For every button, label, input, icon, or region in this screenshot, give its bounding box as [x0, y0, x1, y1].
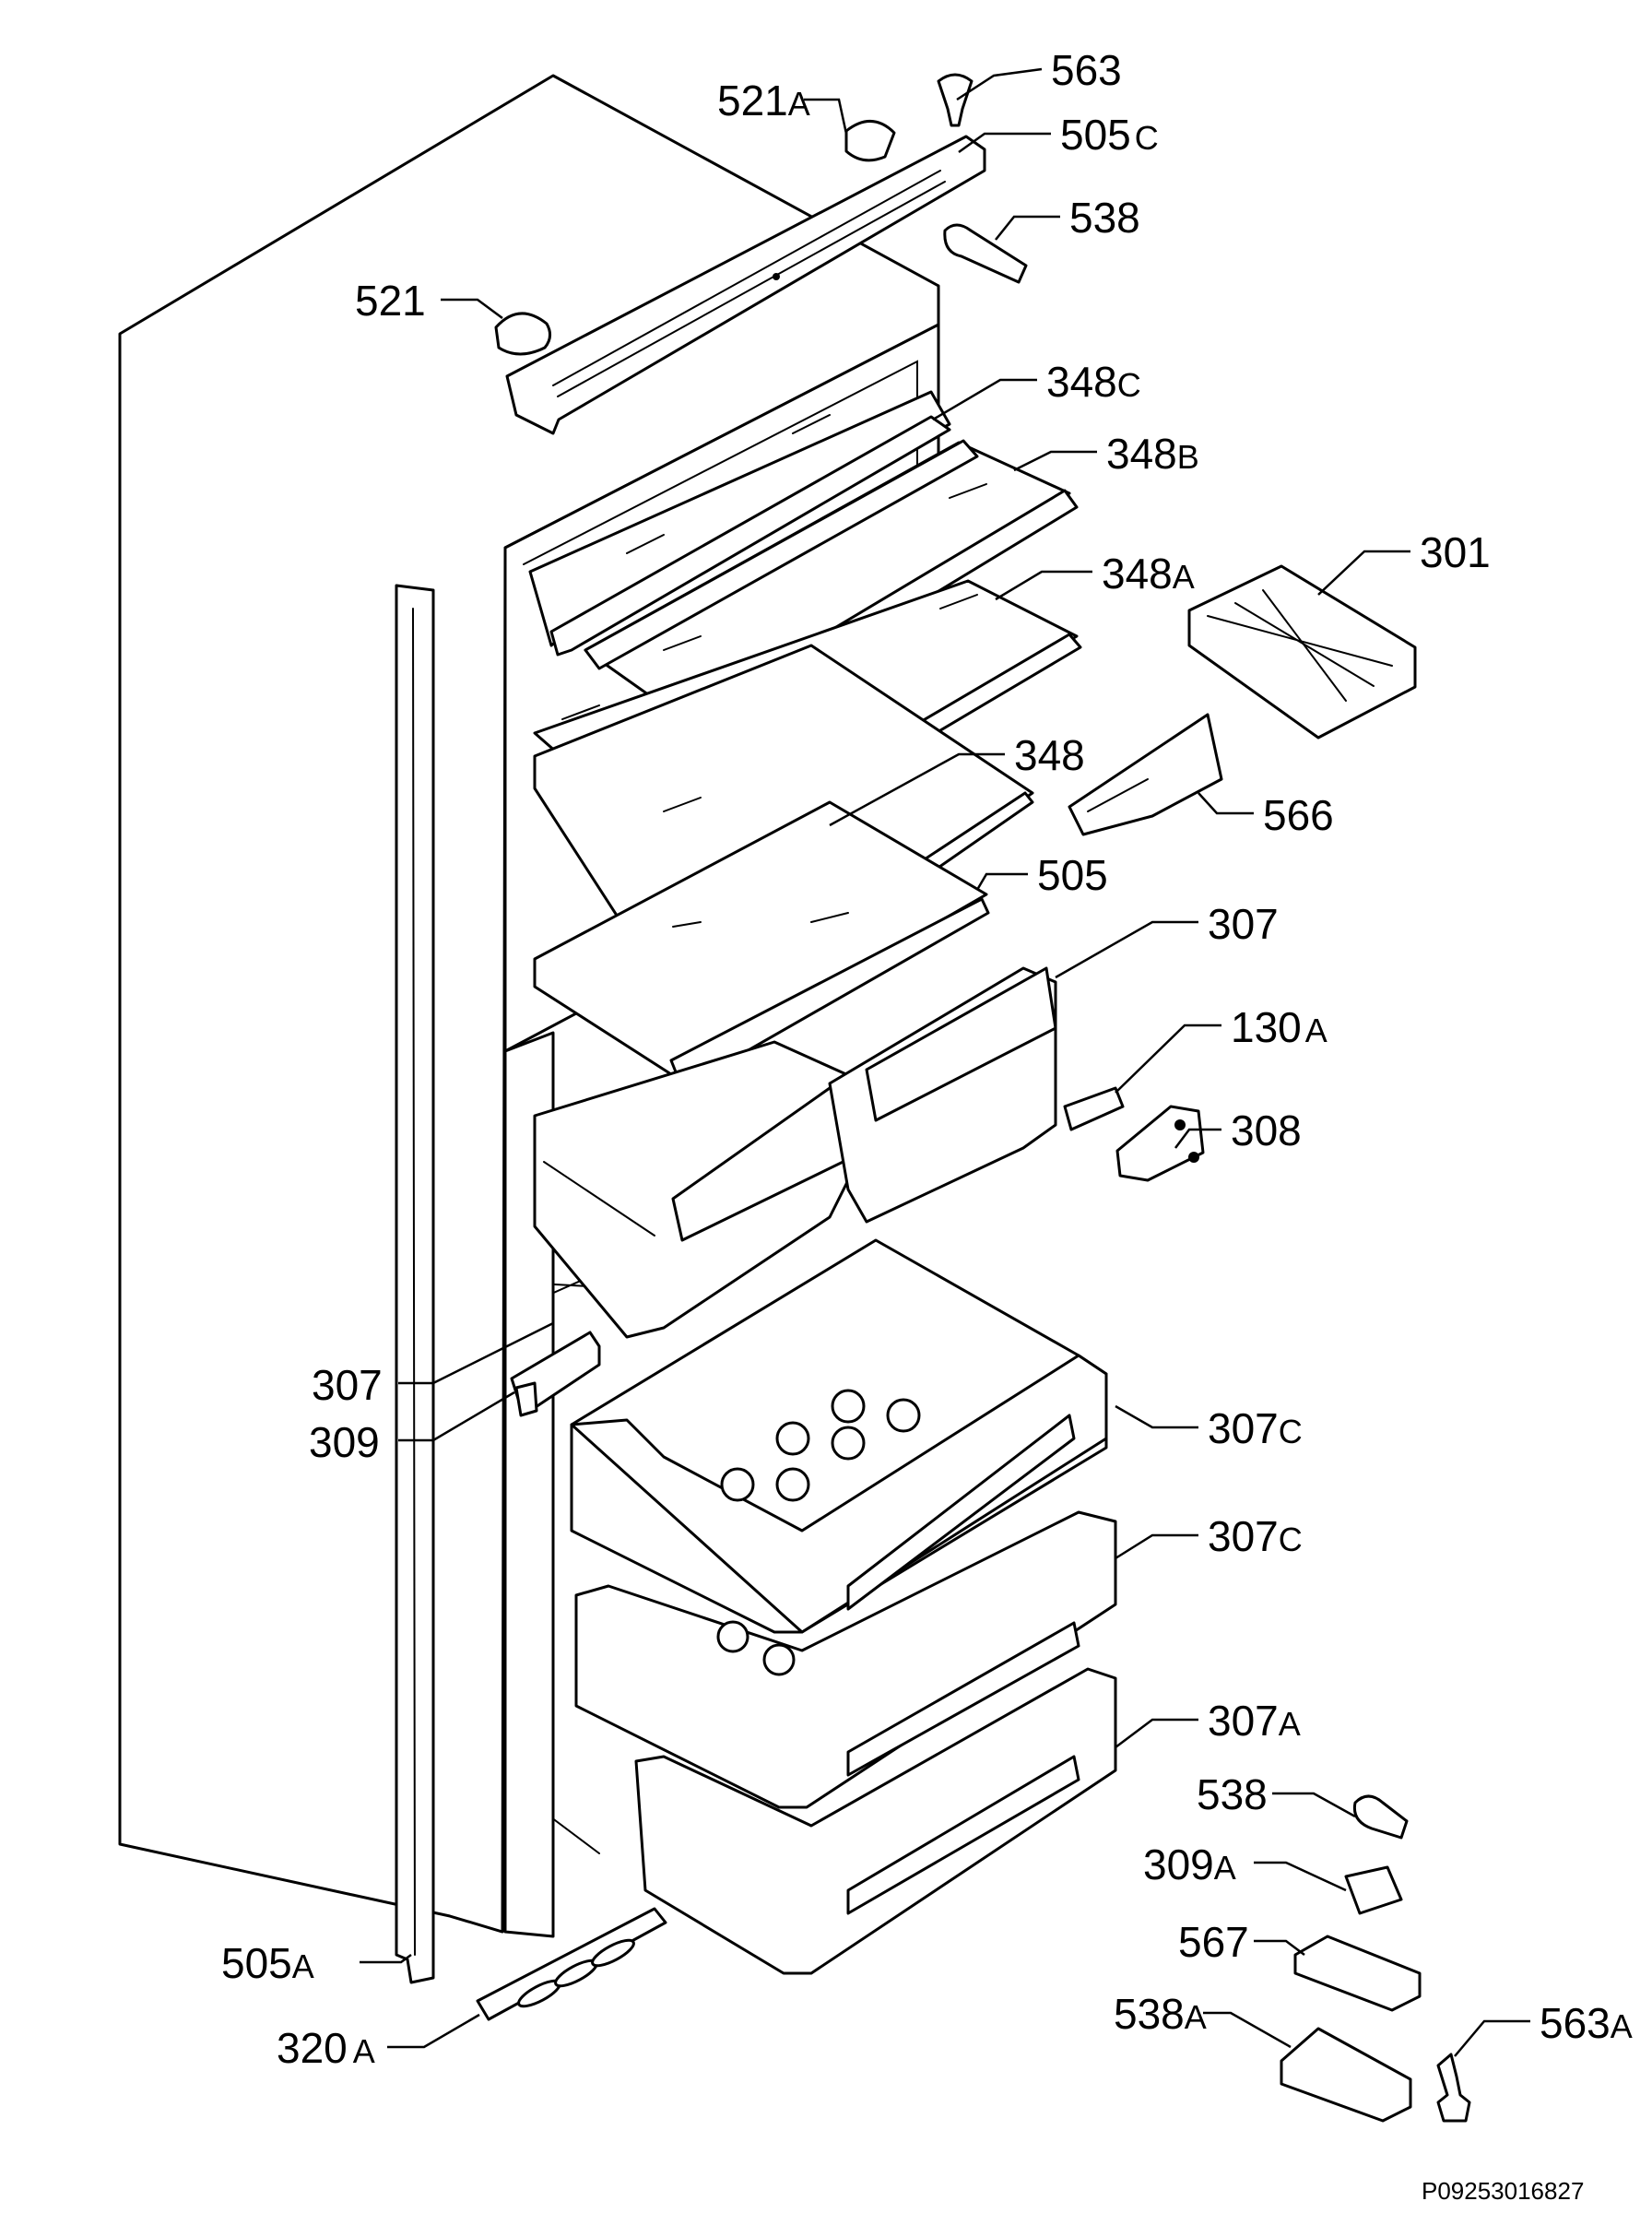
leader-307c-2 [1115, 1533, 1198, 1560]
leader-348a [995, 570, 1092, 601]
part-567-plate [1293, 1935, 1422, 2012]
part-348c-shelf [528, 390, 951, 657]
part-566-scoop [1068, 713, 1223, 836]
part-320a-bottom-plate [476, 1907, 667, 2021]
callout-566: 566 [1263, 791, 1334, 839]
callout-307-top: 307 [1208, 900, 1279, 948]
leader-307a [1115, 1718, 1198, 1748]
part-307c-freezer-drawer-top [570, 1238, 1108, 1634]
callout-538-mid: 538 [1197, 1770, 1268, 1818]
cabinet-front-strip [503, 1031, 555, 1938]
callout-348a: 348A [1102, 550, 1195, 598]
callout-505a: 505A [221, 1939, 314, 1987]
part-307-crisper-left [533, 1040, 868, 1339]
callout-348b: 348B [1106, 430, 1199, 478]
callout-307a: 307A [1208, 1697, 1301, 1745]
callout-348c: 348C [1046, 358, 1141, 406]
callout-308: 308 [1231, 1106, 1302, 1154]
callout-309a: 309A [1143, 1840, 1236, 1888]
leader-348b [1013, 450, 1097, 472]
part-307c-freezer-drawer-middle [574, 1510, 1117, 1809]
leader-538a [1203, 2011, 1292, 2049]
callout-521a: 521A [717, 77, 810, 124]
part-563a-pin [1436, 2053, 1471, 2123]
leader-309 [398, 1391, 515, 1442]
leader-563 [956, 67, 1043, 101]
callout-538-top: 538 [1069, 194, 1140, 242]
leader-348c [932, 378, 1037, 421]
part-307a-freezer-drawer-bottom [634, 1667, 1117, 1975]
callout-307c-1: 307C [1208, 1404, 1303, 1452]
callout-563: 563 [1051, 46, 1122, 94]
leader-301 [1317, 550, 1410, 596]
part-521-cap [494, 312, 551, 356]
leader-563a [1454, 2019, 1530, 2057]
part-301-ice-tray [1187, 564, 1417, 740]
callout-307-left: 307 [312, 1361, 383, 1409]
leader-521a [804, 98, 848, 135]
leader-307-left [398, 1321, 554, 1385]
part-307-crisper-right [828, 966, 1057, 1224]
leader-505c [958, 132, 1051, 154]
leader-307-top [1055, 920, 1198, 979]
leader-309a [1254, 1861, 1347, 1892]
leader-lines [360, 67, 1530, 2057]
part-521a-cap [844, 120, 896, 162]
leader-566 [1198, 792, 1254, 815]
callout-505: 505 [1037, 851, 1108, 899]
callout-309: 309 [309, 1418, 380, 1466]
leader-521 [441, 298, 503, 320]
leader-538-mid [1272, 1792, 1356, 1818]
leader-348 [829, 752, 1005, 827]
callout-521: 521 [355, 277, 426, 325]
leader-505a [360, 1953, 412, 1964]
callout-563a: 563A [1540, 1999, 1633, 2047]
part-538a-plate [1280, 2027, 1412, 2123]
leader-538-top [995, 215, 1060, 241]
callout-307c-2: 307C [1208, 1512, 1303, 1560]
part-538-mid-bracket [1352, 1794, 1409, 1840]
leader-320a [387, 2013, 480, 2049]
part-538-top-bracket [943, 223, 1028, 284]
leader-307c-1 [1115, 1404, 1198, 1429]
part-505c-top-rail [505, 135, 986, 435]
part-563-pin [937, 73, 974, 127]
callout-538a: 538A [1114, 1990, 1207, 2038]
leader-130a [1115, 1024, 1221, 1094]
callout-301: 301 [1420, 528, 1491, 576]
leader-505 [975, 872, 1028, 891]
drawing-code: P09253016827 [1422, 2177, 1584, 2205]
leader-567 [1254, 1939, 1305, 1956]
part-505a-seal [395, 584, 435, 1984]
part-309-clip [510, 1331, 601, 1417]
callout-567: 567 [1178, 1918, 1249, 1966]
part-130a-bracket [1063, 1086, 1125, 1131]
part-309a-cover [1344, 1865, 1403, 1915]
part-308-hinge [1115, 1105, 1205, 1182]
leader-308 [1174, 1128, 1221, 1149]
callout-348: 348 [1014, 731, 1085, 779]
